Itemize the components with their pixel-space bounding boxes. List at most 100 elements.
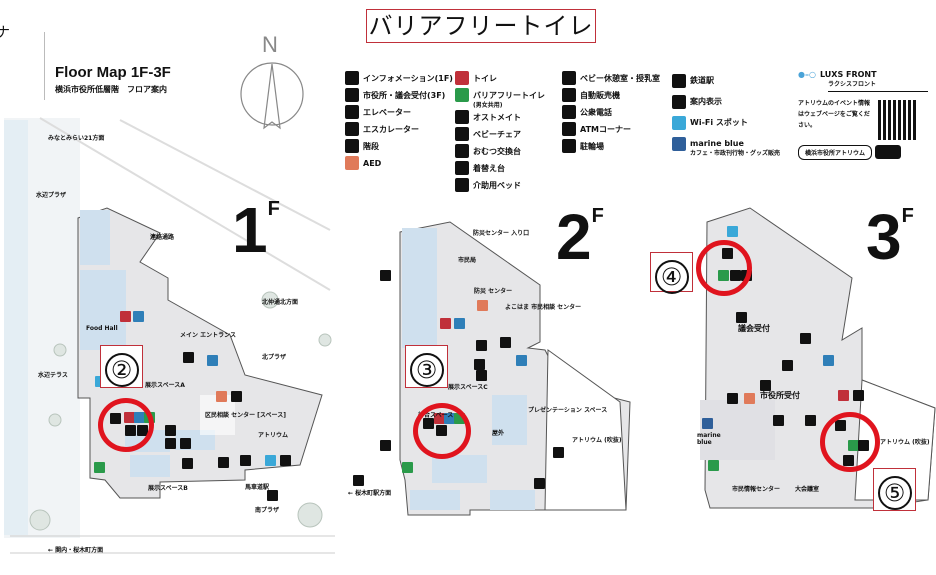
legend-col4-0-icon: [672, 73, 686, 88]
map-label-3f: 大会議室: [795, 486, 820, 493]
legend-label: 鉄道駅: [690, 76, 714, 85]
compass-icon: [240, 62, 304, 130]
highlight-circle-3: [413, 403, 471, 459]
legend-label: おむつ交換台: [473, 146, 521, 156]
map-label-1f: ← 関内・桜木町方面: [48, 547, 104, 554]
legend-label: 駐輪場: [580, 141, 604, 151]
aed-icon: [744, 393, 755, 404]
floor-map-subtitle: 横浜市役所低層階 フロア案内: [55, 85, 167, 94]
legend-label: 階段: [363, 141, 379, 151]
legend-col1-2-icon: [345, 105, 359, 119]
legend-col2-1-icon: [455, 88, 469, 102]
legend-col1-4-icon: [345, 139, 359, 153]
map-label-2f: 防災 センター: [474, 288, 513, 295]
map-label-1f: 北仲通北方面: [262, 299, 299, 306]
info-icon: [231, 391, 242, 402]
luxs-panel: ●–○LUXS FRONT ラクシスフロント アトリウムのイベント情報はウェブペ…: [798, 70, 928, 160]
legend-col4-1-icon: [672, 94, 686, 109]
corner-fragment: ナ: [0, 25, 10, 41]
legend-item: 駐輪場: [562, 138, 660, 154]
vending-icon: [165, 438, 176, 449]
legend-item: AED: [345, 155, 453, 171]
station-icon: [267, 490, 278, 501]
map-label-3f: 市民情報センター: [732, 486, 781, 493]
map-label-1f: みなとみらい21方面: [48, 135, 105, 142]
atm-icon: [805, 415, 816, 426]
legend-label: 自動販売機: [580, 90, 620, 100]
legend-label: バリアフリートイレ: [473, 90, 545, 100]
toilet-icon: [440, 318, 451, 329]
station-icon: [353, 475, 364, 486]
map-label-1f: 区民相談 センター [スペース]: [205, 412, 286, 419]
legend-item: 公衆電話: [562, 104, 660, 120]
legend-sublabel: (男女共用): [473, 102, 503, 109]
legend-label: オストメイト: [473, 112, 521, 122]
legend-label: 着替え台: [473, 163, 505, 173]
elevator-icon: [94, 462, 105, 473]
legend-label: 市役所・議会受付(3F): [363, 90, 446, 100]
legend-col3-2-icon: [562, 105, 576, 119]
toilet-icon: [454, 318, 465, 329]
legend-label: 介助用ベッド: [473, 180, 521, 190]
marine-blue-icon: [702, 418, 713, 429]
legend-label: エスカレーター: [363, 124, 419, 134]
atm-icon: [773, 415, 784, 426]
stairs-icon: [476, 370, 487, 381]
legend-col2-0-icon: [455, 71, 469, 85]
map-label-1f: Food Hall: [86, 325, 118, 332]
legend-col3-1-icon: [562, 88, 576, 102]
map-label-2f: 屋外: [492, 430, 505, 437]
legend-item: 着替え台: [455, 160, 545, 176]
legend-col2-4-icon: [455, 144, 469, 158]
map-label-3f: 市役所受付: [760, 391, 800, 400]
marker-2: ②: [100, 345, 143, 388]
river: [4, 120, 28, 535]
bed-icon: [165, 425, 176, 436]
legend-col1-0-icon: [345, 71, 359, 85]
map-label-1f: 展示スペースA: [145, 382, 185, 389]
qr-code-icon: [878, 100, 918, 140]
escalator-icon: [553, 447, 564, 458]
escalator-icon: [474, 359, 485, 370]
search-input[interactable]: 横浜市役所アトリウム: [798, 145, 873, 160]
elevator-icon: [516, 355, 527, 366]
elevator-icon: [207, 355, 218, 366]
map-label-1f: メイン エントランス: [180, 332, 236, 339]
map-label-3f: marine blue: [697, 432, 721, 446]
page-title: バリアフリートイレ: [366, 9, 596, 43]
legend-item: オストメイト: [455, 109, 545, 125]
legend-col4-2-icon: [672, 115, 686, 130]
stairs-icon: [280, 455, 291, 466]
stairs-icon: [534, 478, 545, 489]
map-label-2f: よこはま 市民相談 センター: [505, 304, 582, 311]
luxs-subtitle: ラクシスフロント: [828, 79, 928, 92]
legend-col3-4-icon: [562, 139, 576, 153]
legend-col1-5-icon: [345, 156, 359, 170]
search-button[interactable]: [875, 145, 902, 159]
map-label-1f: 北プラザ: [262, 354, 287, 361]
legend-col3-0-icon: [562, 71, 576, 85]
escalator-icon: [727, 393, 738, 404]
floor-label-3f: 3F: [866, 201, 914, 273]
map-label-3f: アトリウム (吹抜): [880, 439, 930, 446]
legend-item: ベビー休憩室・授乳室: [562, 70, 660, 86]
map-label-2f: 展示スペースC: [448, 384, 488, 391]
map-label-1f: アトリウム: [258, 432, 289, 439]
legend-item: marine blue: [672, 133, 780, 154]
map-label-1f: 水辺プラザ: [36, 192, 67, 199]
legend-item: Wi-Fi スポット: [672, 112, 780, 133]
highlight-circle-4: [696, 240, 752, 296]
legend-item: 市役所・議会受付(3F): [345, 87, 453, 103]
stairs-icon: [380, 440, 391, 451]
legend-label: AED: [363, 158, 382, 168]
reception-icon: [760, 380, 771, 391]
highlight-circle-2: [98, 398, 154, 452]
marker-5: ⑤: [873, 468, 916, 511]
legend-label: 公衆電話: [580, 107, 612, 117]
legend-item: 鉄道駅: [672, 70, 780, 91]
stairs-icon: [380, 270, 391, 281]
map-label-2f: 防災センター 入り口: [473, 230, 530, 237]
legend-label: インフォメーション(1F): [363, 73, 453, 83]
legend-sublabel: カフェ・市政刊行物・グッズ販売: [690, 150, 781, 157]
legend-label: トイレ: [473, 73, 497, 83]
